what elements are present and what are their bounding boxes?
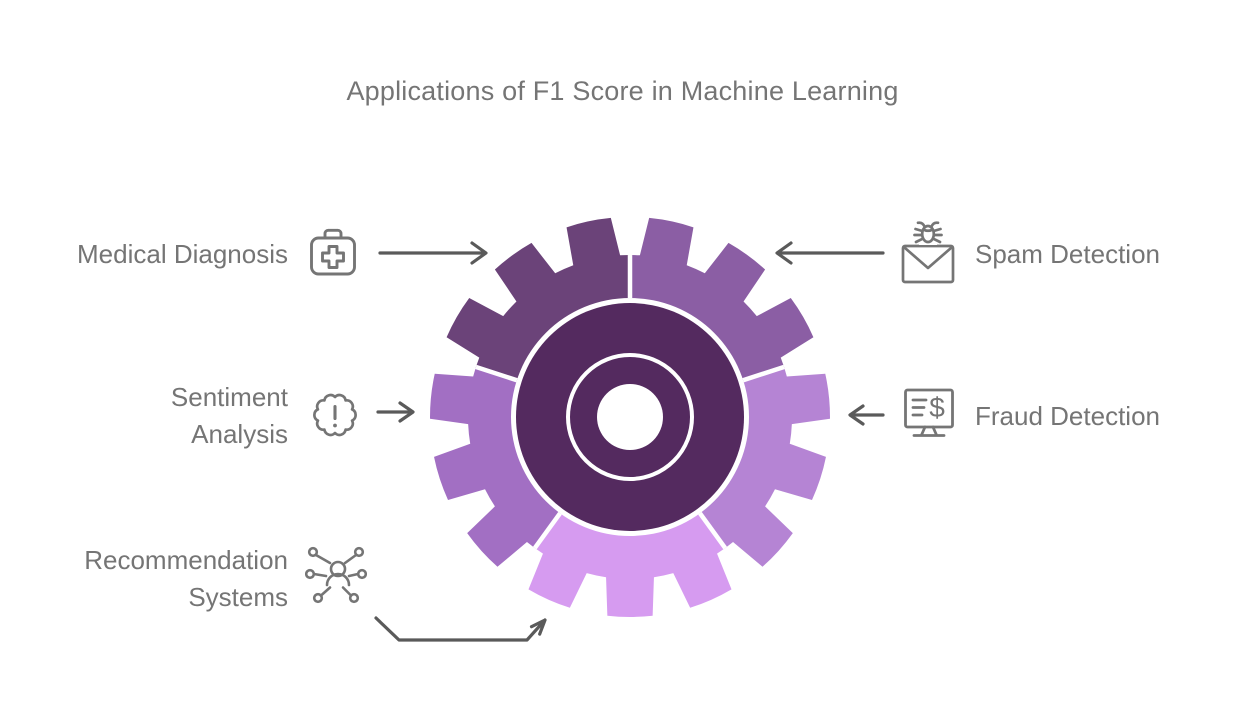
- medical-diagnosis-label: Medical Diagnosis: [0, 236, 288, 273]
- spam-detection-label: Spam Detection: [975, 236, 1160, 273]
- fraud-detection-label: Fraud Detection: [975, 398, 1160, 435]
- gear-hub: [516, 303, 744, 531]
- fraud-detection-arrow: [848, 404, 885, 426]
- recommendation-systems-label: Recommendation Systems: [0, 542, 288, 616]
- medical-diagnosis-arrow: [378, 241, 488, 265]
- hub-ring: [566, 353, 694, 481]
- page-title: Applications of F1 Score in Machine Lear…: [346, 76, 899, 106]
- recommendation-systems-text-line2: Systems: [188, 582, 288, 612]
- sentiment-analysis-text-line1: Sentiment: [170, 382, 288, 412]
- people-network-icon: [305, 544, 367, 606]
- sentiment-analysis-text-line2: Analysis: [191, 419, 288, 449]
- spam-detection-arrow: [775, 241, 885, 265]
- recommendation-systems-text-line1: Recommendation: [84, 545, 288, 575]
- recommendation-systems-arrow: [374, 616, 547, 642]
- hub-core: [597, 384, 663, 450]
- first-aid-kit-icon: [304, 225, 362, 283]
- medical-diagnosis-text: Medical Diagnosis: [77, 239, 288, 269]
- spam-detection-text: Spam Detection: [975, 239, 1160, 269]
- svg-text:$: $: [929, 392, 945, 423]
- fraud-detection-text: Fraud Detection: [975, 401, 1160, 431]
- sentiment-analysis-arrow: [376, 401, 415, 423]
- sentiment-analysis-label: Sentiment Analysis: [0, 379, 288, 453]
- alert-thought-cloud-icon: [305, 385, 365, 445]
- monitor-dollar-icon: $: [899, 383, 959, 447]
- bug-envelope-icon: [896, 219, 960, 287]
